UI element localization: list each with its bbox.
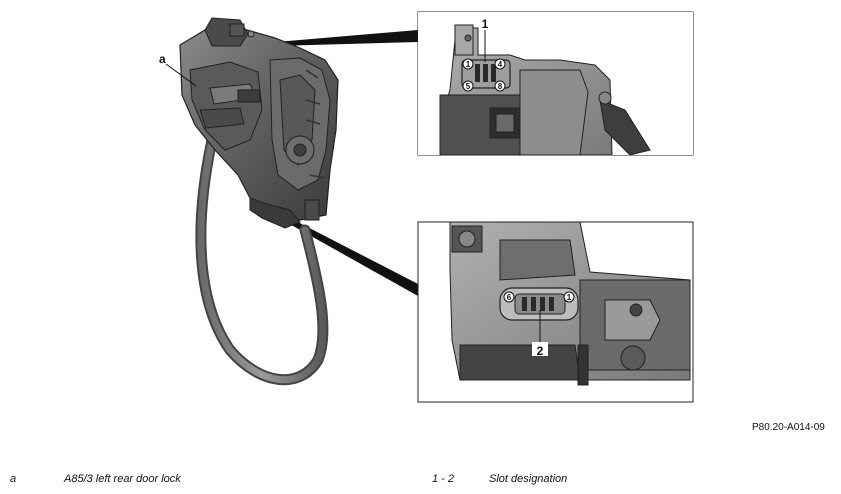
detail-view-2: 6 1 2 [417,221,694,403]
door-lock-assembly [179,17,339,386]
detail-view-1: 1 4 5 8 1 [417,11,694,156]
label-a-group: a [159,52,197,87]
pin-label-1b: 1 [567,293,572,302]
legend-key-b: 1 - 2 [432,473,455,485]
label-a: a [159,52,166,66]
callout-2: 2 [537,344,544,358]
pin-label-4: 4 [498,60,503,69]
legend-text-b: Slot designation [489,473,568,485]
legend-key-a: a [10,473,17,485]
callout-1: 1 [482,17,489,31]
pin-label-8: 8 [498,82,503,91]
legend-text-a: A85/3 left rear door lock [64,473,181,485]
pin-label-1: 1 [466,60,471,69]
pin-label-6: 6 [507,293,512,302]
leader-lines [276,30,418,296]
pin-label-5: 5 [466,82,471,91]
figure-code: P80.20-A014-09 [752,422,825,433]
